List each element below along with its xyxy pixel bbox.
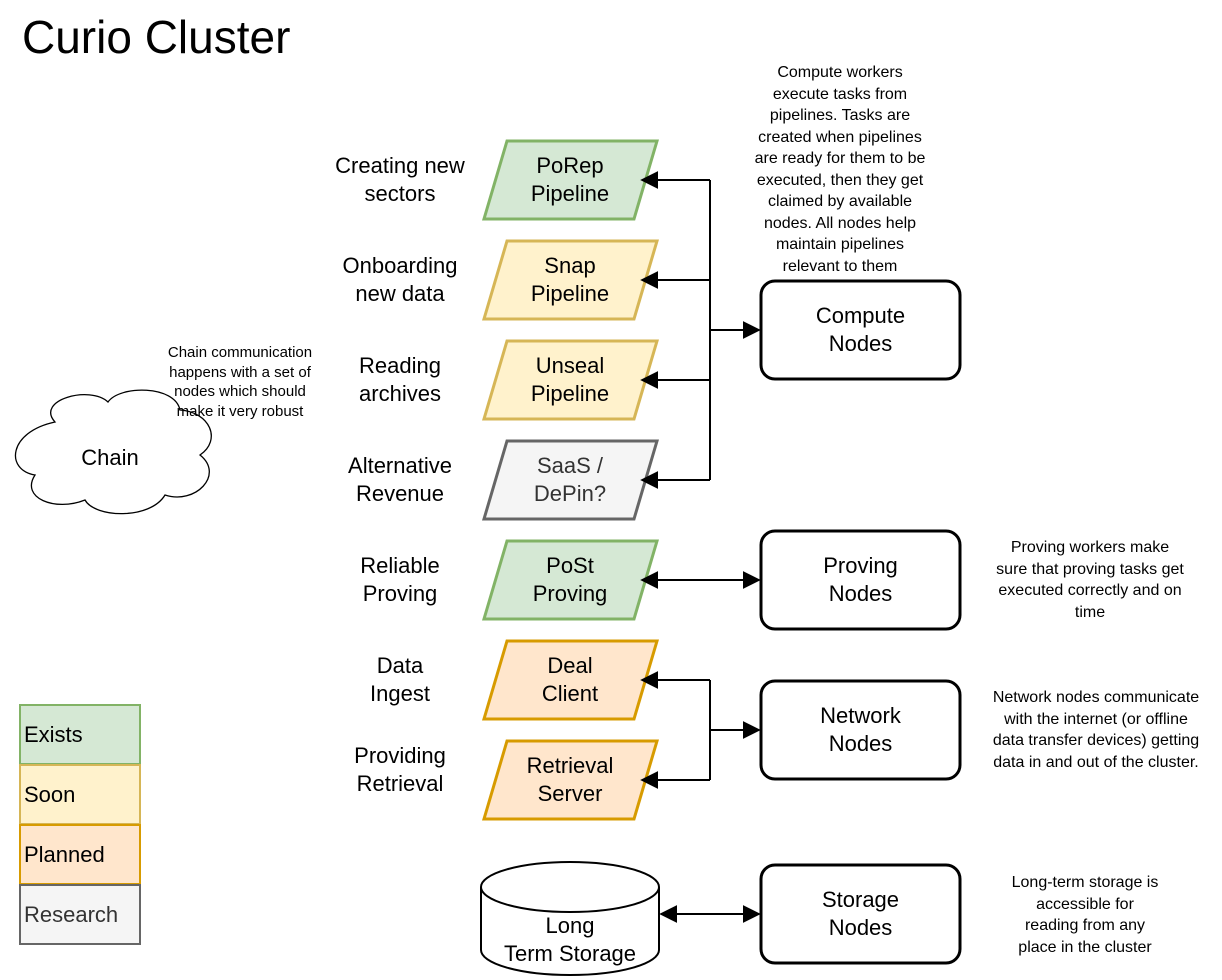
pipeline-shape-retrieval[interactable] <box>481 739 660 821</box>
legend-swatch-planned <box>19 824 141 885</box>
pipeline-name-saas: SaaS / DePin? <box>533 453 607 506</box>
legend-label-research: Research <box>24 901 119 927</box>
pipeline-name-deal: Deal Client <box>541 653 599 706</box>
pipeline-label-porep: Creating new sectors <box>335 153 465 206</box>
chain-cloud-shape[interactable] <box>14 389 212 515</box>
pipeline-label-saas: Alternative Revenue <box>348 453 452 506</box>
pipeline-shape-unseal[interactable] <box>481 339 660 421</box>
pipeline-label-snap: Onboarding new data <box>342 253 458 306</box>
diagram-title: Curio Cluster <box>22 11 291 63</box>
pipeline-shape-snap[interactable] <box>481 239 660 321</box>
pipeline-shape-porep[interactable] <box>481 139 660 221</box>
long-term-storage-cylinder[interactable] <box>480 861 660 976</box>
storage-note: Long-term storage is accessible for read… <box>1011 874 1159 956</box>
legend-label-planned: Planned <box>24 841 105 867</box>
storage-nodes-box[interactable] <box>759 863 962 965</box>
pipeline-name-retrieval: Retrieval Server <box>526 753 614 806</box>
proving-note: Proving workers make sure that proving t… <box>996 539 1184 621</box>
network-nodes-label: Network Nodes <box>820 703 901 756</box>
compute-connectors <box>640 171 761 489</box>
legend-label-exists: Exists <box>24 721 83 747</box>
long-term-storage-label: Long Term Storage <box>503 913 637 966</box>
compute-nodes-box[interactable] <box>759 279 962 381</box>
proving-nodes-label: Proving Nodes <box>823 553 898 606</box>
pipeline-name-porep: PoRep Pipeline <box>530 153 610 206</box>
pipeline-name-unseal: Unseal Pipeline <box>530 353 610 406</box>
pipeline-shape-post[interactable] <box>481 539 660 621</box>
network-note: Network nodes communicate with the inter… <box>992 689 1200 771</box>
compute-nodes-label: Compute Nodes <box>815 303 906 356</box>
pipeline-label-retrieval: Providing Retrieval <box>354 743 446 796</box>
network-nodes-box[interactable] <box>759 679 962 781</box>
chain-note: Chain communication happens with a set o… <box>167 344 313 420</box>
network-connectors <box>640 671 761 789</box>
chain-label: Chain <box>81 445 139 470</box>
pipeline-shape-deal[interactable] <box>481 639 660 721</box>
proving-nodes-box[interactable] <box>759 529 962 631</box>
pipeline-label-deal: Data Ingest <box>370 653 430 706</box>
pipeline-shape-saas[interactable] <box>481 439 660 521</box>
legend-swatch-research <box>19 884 141 945</box>
storage-nodes-label: Storage Nodes <box>821 887 900 940</box>
legend-label-soon: Soon <box>24 781 76 807</box>
pipeline-label-unseal: Reading archives <box>359 353 441 406</box>
pipeline-name-snap: Snap Pipeline <box>530 253 610 306</box>
legend-swatch-exists <box>19 704 141 765</box>
pipeline-name-post: PoSt Proving <box>532 553 608 606</box>
compute-note: Compute workers execute tasks from pipel… <box>754 64 926 275</box>
pipeline-label-post: Reliable Proving <box>360 553 440 606</box>
